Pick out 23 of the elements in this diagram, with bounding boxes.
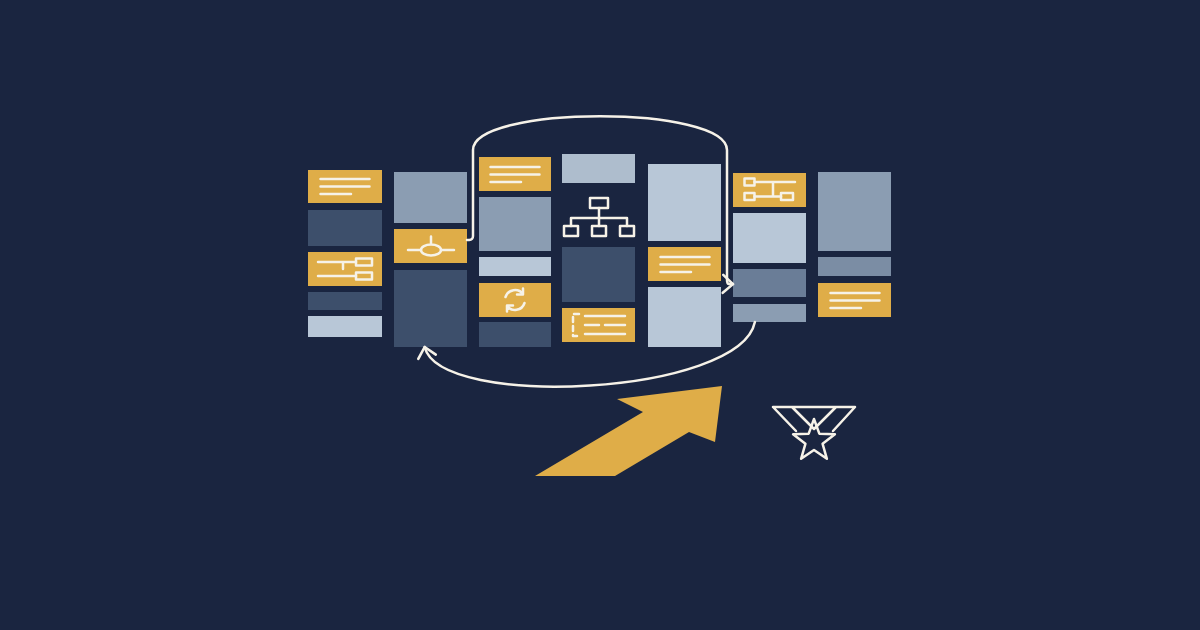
tile [479,283,551,317]
tile [818,257,891,276]
tile [308,316,382,337]
tile [818,283,891,317]
tile [308,252,382,286]
tile [479,157,551,191]
tile [648,247,721,281]
tile [308,292,382,310]
tile [733,213,806,263]
tile [733,269,806,297]
tile [648,164,721,241]
tile [562,154,635,183]
tile [733,173,806,207]
tile [818,172,891,251]
tile [733,304,806,322]
tile [394,172,467,223]
tile [562,247,635,302]
tile [394,229,467,263]
tile [479,197,551,251]
tile [308,210,382,246]
tile [394,270,467,347]
tile [479,257,551,276]
tile [308,170,382,203]
